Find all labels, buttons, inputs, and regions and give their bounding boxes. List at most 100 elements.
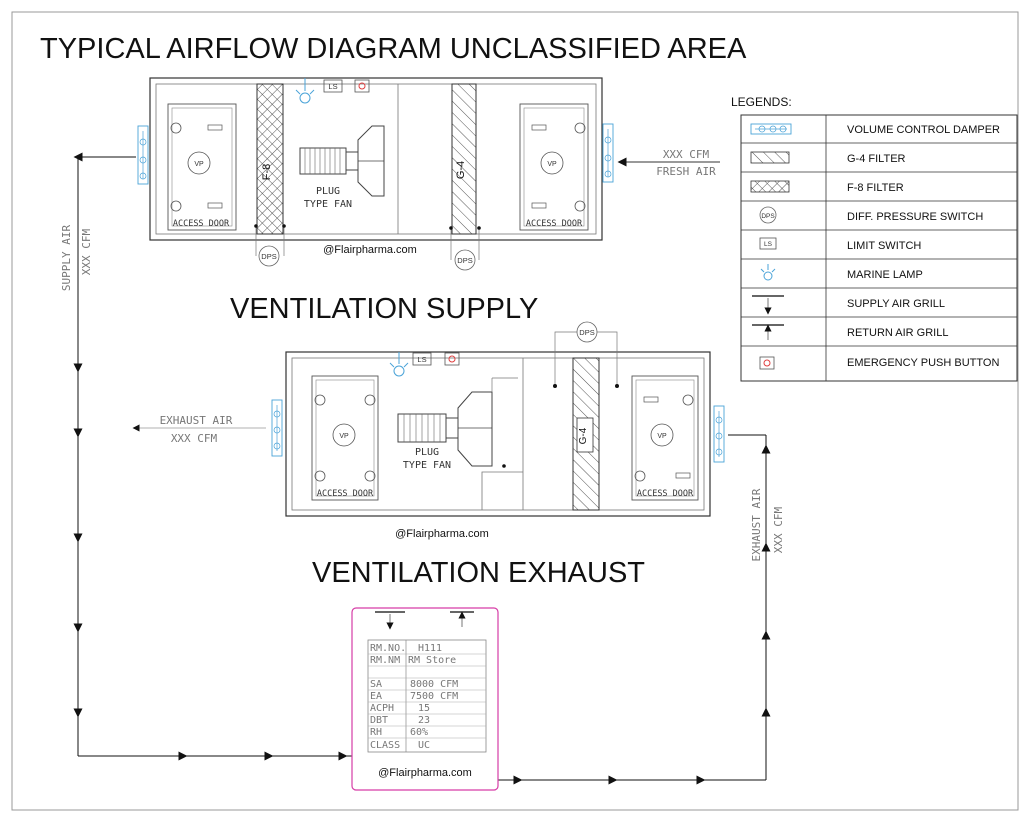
supply-dps-right-label: DPS bbox=[457, 256, 472, 265]
supply-emergency-button-icon bbox=[354, 79, 370, 93]
exhaust-access-door-left-label: ACCESS DOOR bbox=[317, 489, 374, 499]
fresh-air-cfm: XXX CFM bbox=[663, 148, 710, 161]
legend-label-ls: LIMIT SWITCH bbox=[847, 240, 921, 252]
exhaust-vp-right: VP bbox=[657, 433, 667, 440]
room-value-rmnm: RM Store bbox=[408, 655, 456, 666]
room-label-acph: ACPH bbox=[370, 703, 394, 714]
room-label-ea: EA bbox=[370, 691, 382, 702]
legend-dps-icon bbox=[759, 206, 777, 224]
legend-epb-icon bbox=[759, 356, 775, 370]
supply-f8-filter bbox=[256, 83, 284, 235]
legend-table: DPS LS VOLUME CONTROL DAMPER G-4 FILTER … bbox=[740, 114, 1018, 382]
supply-g4-filter bbox=[451, 83, 477, 235]
exhaust-dps-label: DPS bbox=[579, 328, 594, 337]
supply-access-door-left: VP ACCESS DOOR bbox=[167, 103, 237, 231]
supply-marine-lamp-icon bbox=[295, 78, 315, 104]
drawing-frame bbox=[11, 11, 1019, 811]
supply-dps-left: DPS bbox=[254, 224, 286, 267]
exhaust-plug-fan: PLUG TYPE FAN bbox=[397, 377, 518, 471]
room-return-grill-icon bbox=[450, 611, 474, 627]
exhaust-heading: VENTILATION EXHAUST bbox=[312, 557, 645, 589]
room-value-rh: 60% bbox=[410, 727, 428, 738]
legend-label-sag: SUPPLY AIR GRILL bbox=[847, 298, 945, 310]
exhaust-ls-label: LS bbox=[417, 355, 426, 364]
exhaust-air-label: EXHAUST AIR bbox=[160, 414, 233, 427]
legend-ls-icon bbox=[759, 237, 777, 250]
room-value-class: UC bbox=[418, 740, 430, 751]
room-value-acph: 15 bbox=[418, 703, 430, 714]
supply-dps-right: DPS bbox=[449, 226, 481, 271]
exhaust-outlet-damper-icon bbox=[271, 399, 283, 457]
supply-fan-label-1: PLUG bbox=[316, 186, 340, 197]
supply-air-label: SUPPLY AIR bbox=[60, 225, 73, 292]
supply-plug-fan: PLUG TYPE FAN bbox=[299, 125, 385, 210]
exhaust-emergency-button-icon bbox=[444, 352, 460, 366]
room-watermark: @Flairpharma.com bbox=[378, 767, 472, 779]
room-h111: RM.NO. H111 RM.NM RM Store SA 8000 CFM E… bbox=[351, 607, 499, 791]
supply-ahu: F-8 G-4 VP ACCESS DOOR VP ACCESS D bbox=[137, 77, 720, 271]
supply-outlet-damper-icon bbox=[137, 125, 149, 185]
exhaust-g4-label: G-4 bbox=[578, 427, 589, 444]
legend-heading: LEGENDS: bbox=[731, 95, 792, 109]
supply-air-cfm: XXX CFM bbox=[80, 228, 93, 275]
exhaust-access-door-right: VP ACCESS DOOR bbox=[631, 375, 699, 501]
legend-f8-icon bbox=[750, 180, 790, 193]
room-label-rh: RH bbox=[370, 727, 382, 738]
legend-label-damper: VOLUME CONTROL DAMPER bbox=[847, 124, 1000, 136]
exhaust-duct-label: EXHAUST AIR bbox=[750, 488, 763, 561]
diagram-title: TYPICAL AIRFLOW DIAGRAM UNCLASSIFIED ARE… bbox=[40, 33, 747, 65]
supply-watermark: @Flairpharma.com bbox=[323, 244, 417, 256]
room-supply-grill-icon bbox=[375, 611, 405, 630]
room-value-dbt: 23 bbox=[418, 715, 430, 726]
legend-g4-icon bbox=[750, 151, 790, 164]
legend-lamp-icon bbox=[760, 264, 776, 281]
legend-label-f8: F-8 FILTER bbox=[847, 182, 904, 194]
exhaust-marine-lamp-icon bbox=[389, 352, 409, 377]
room-label-dbt: DBT bbox=[370, 715, 388, 726]
exhaust-watermark: @Flairpharma.com bbox=[395, 528, 489, 540]
legend-dps-symbol-text: DPS bbox=[761, 213, 775, 220]
legend-label-dps: DIFF. PRESSURE SWITCH bbox=[847, 211, 983, 223]
supply-fan-label-2: TYPE FAN bbox=[304, 199, 352, 210]
supply-f8-label: F-8 bbox=[261, 164, 273, 181]
exhaust-vp-left: VP bbox=[339, 433, 349, 440]
room-value-ea: 7500 CFM bbox=[410, 691, 458, 702]
supply-heading: VENTILATION SUPPLY bbox=[230, 293, 538, 325]
legend-damper-icon bbox=[750, 123, 792, 135]
exhaust-access-door-right-label: ACCESS DOOR bbox=[637, 489, 694, 499]
room-label-class: CLASS bbox=[370, 740, 400, 751]
room-label-sa: SA bbox=[370, 679, 382, 690]
legend-supply-grill-icon bbox=[752, 295, 784, 315]
supply-air-duct: SUPPLY AIR XXX CFM bbox=[60, 152, 352, 761]
supply-limit-switch-icon bbox=[323, 79, 343, 93]
legend-return-grill-icon bbox=[752, 324, 784, 340]
exhaust-access-door-left: VP ACCESS DOOR bbox=[311, 375, 379, 501]
exhaust-fan-label-1: PLUG bbox=[415, 447, 439, 458]
supply-dps-left-label: DPS bbox=[261, 252, 276, 261]
supply-access-door-right: VP ACCESS DOOR bbox=[519, 103, 589, 231]
fresh-air-label: FRESH AIR bbox=[656, 165, 716, 178]
supply-vp-right: VP bbox=[547, 161, 557, 168]
supply-access-door-right-label: ACCESS DOOR bbox=[526, 219, 583, 229]
legend-label-epb: EMERGENCY PUSH BUTTON bbox=[847, 357, 999, 369]
exhaust-air-cfm: XXX CFM bbox=[171, 432, 218, 445]
supply-vp-left: VP bbox=[194, 161, 204, 168]
room-value-rmno: H111 bbox=[418, 643, 442, 654]
exhaust-ahu: G-4 VP ACCESS DOOR VP ACCESS DOOR bbox=[132, 321, 725, 540]
exhaust-limit-switch-icon bbox=[412, 352, 432, 366]
exhaust-fan-label-2: TYPE FAN bbox=[403, 460, 451, 471]
supply-inlet-damper-icon bbox=[602, 123, 614, 183]
supply-g4-label: G-4 bbox=[455, 161, 467, 179]
room-value-sa: 8000 CFM bbox=[410, 679, 458, 690]
supply-ls-label: LS bbox=[328, 82, 337, 91]
exhaust-air-duct: EXHAUST AIR XXX CFM bbox=[498, 434, 785, 785]
exhaust-dps: DPS bbox=[553, 321, 619, 388]
exhaust-duct-cfm: XXX CFM bbox=[772, 506, 785, 553]
exhaust-inlet-damper-icon bbox=[713, 405, 725, 463]
legend-label-rag: RETURN AIR GRILL bbox=[847, 327, 948, 339]
legend-ls-symbol-text: LS bbox=[764, 241, 773, 248]
room-label-rmno: RM.NO. bbox=[370, 643, 406, 654]
room-label-rmnm: RM.NM bbox=[370, 655, 400, 666]
